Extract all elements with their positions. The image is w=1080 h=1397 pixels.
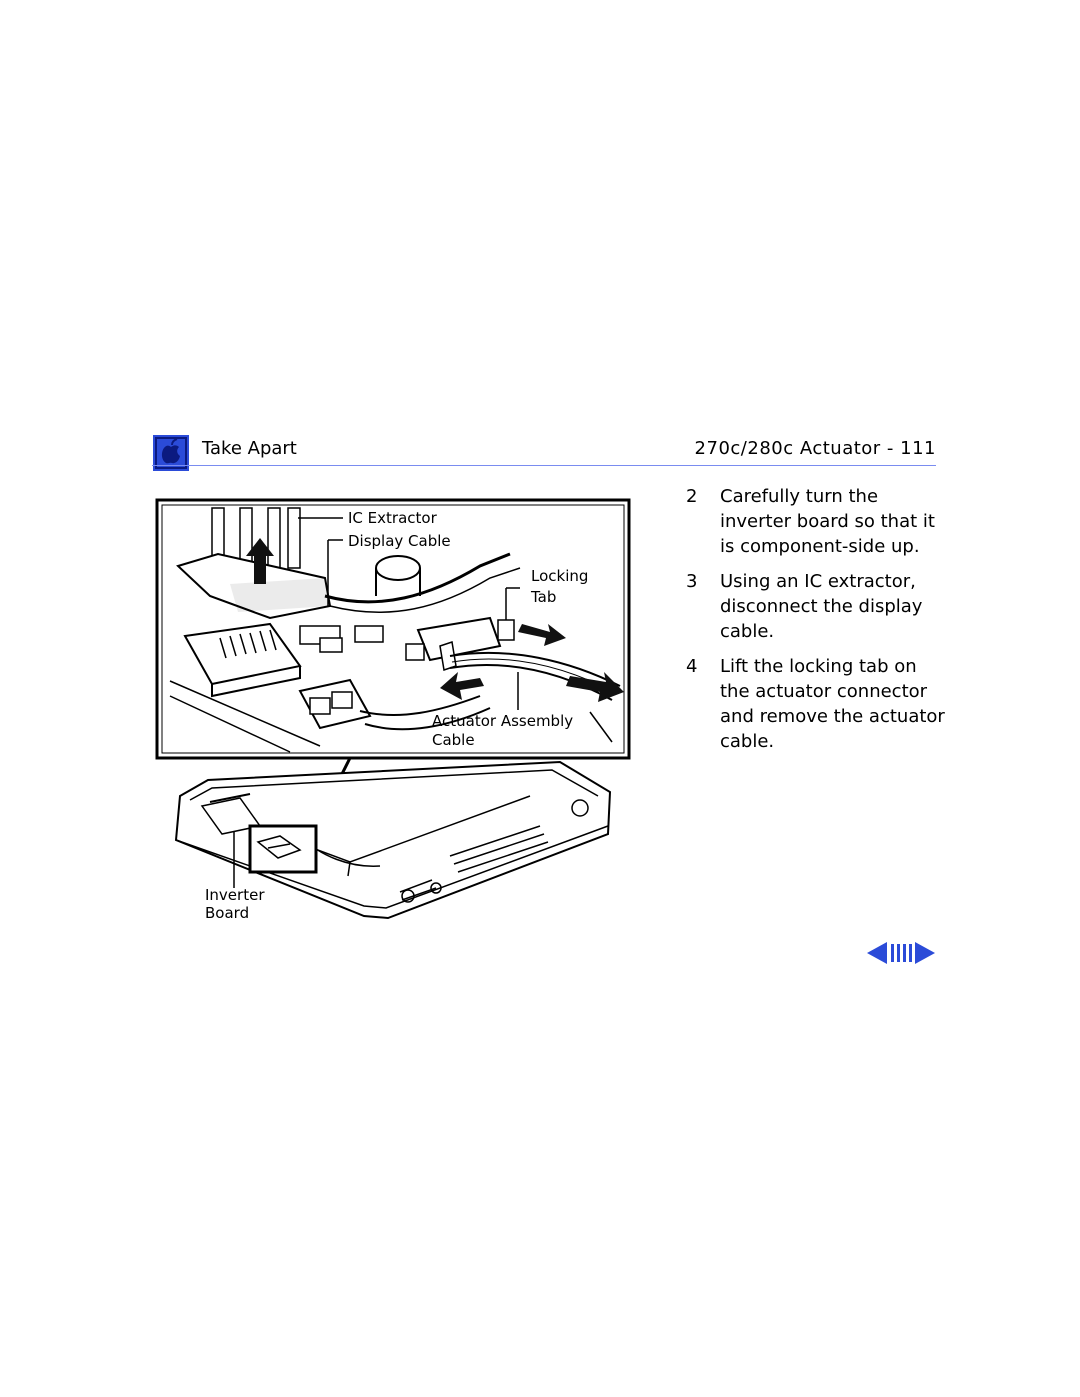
next-arrow-icon[interactable] [915,942,935,964]
illustration-drawing [155,498,631,920]
step-3: 3 Using an IC extractor, disconnect the … [686,569,946,644]
page-nav-icons [867,942,935,964]
prev-arrow-icon[interactable] [867,942,887,964]
step-number: 4 [686,656,698,677]
label-actuator-assembly: Actuator Assembly [432,712,574,730]
label-locking: Locking [531,567,589,585]
header-rule [152,465,936,466]
label-display-cable: Display Cable [348,532,451,550]
section-title: Take Apart [202,438,297,459]
label-ic-extractor: IC Extractor [348,509,437,527]
page-header: Take Apart 270c/280c Actuator - 111 [152,432,936,471]
illustration: IC Extractor Display Cable Locking Tab A… [150,496,640,926]
index-bars-icon[interactable] [891,944,912,962]
step-4: 4 Lift the locking tab on the actuator c… [686,654,946,754]
apple-logo-icon [153,435,189,471]
step-text: Using an IC extractor, disconnect the di… [720,571,923,642]
step-text: Lift the locking tab on the actuator con… [720,656,945,752]
step-2: 2 Carefully turn the inverter board so t… [686,484,946,559]
label-inverter: Inverter [205,886,265,904]
label-cable: Cable [432,731,475,749]
label-board: Board [205,904,250,922]
page-navigation [865,940,937,966]
instruction-steps: 2 Carefully turn the inverter board so t… [686,484,946,764]
step-number: 3 [686,571,698,592]
step-number: 2 [686,486,698,507]
page-title: 270c/280c Actuator - 111 [694,438,936,459]
step-text: Carefully turn the inverter board so tha… [720,486,935,557]
label-tab: Tab [531,588,557,606]
